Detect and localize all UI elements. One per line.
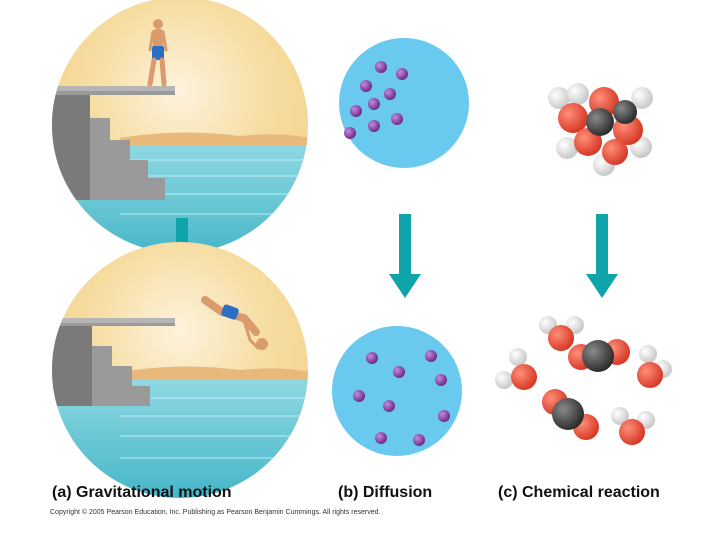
diffusion-disc-after	[332, 326, 462, 456]
caption-gravitational-motion: (a) Gravitational motion	[52, 484, 232, 501]
carbon-dioxide-molecule	[568, 339, 630, 372]
water-molecule	[495, 348, 537, 390]
diver-scene-after	[52, 242, 308, 498]
down-arrow-icon	[389, 214, 421, 298]
gravitational-panel	[52, 0, 308, 498]
caption-diffusion: (b) Diffusion	[338, 484, 433, 501]
diffusion-disc-before	[339, 38, 469, 168]
particles-clustered	[344, 61, 408, 139]
diver-figure	[147, 19, 168, 87]
down-arrow-icon	[586, 214, 618, 298]
chemical-panel	[495, 83, 672, 445]
water-molecule	[611, 407, 655, 445]
diffusion-panel	[332, 38, 469, 456]
molecule-cluster-reactants	[548, 83, 653, 176]
caption-chemical-reaction: (c) Chemical reaction	[498, 484, 660, 501]
diver-figure-falling	[201, 296, 268, 350]
carbon-dioxide-molecule	[542, 389, 599, 440]
water-molecule	[637, 345, 672, 388]
water-molecule	[539, 316, 584, 351]
particles-spread	[353, 350, 450, 446]
copyright-notice: Copyright © 2005 Pearson Education, Inc.…	[50, 509, 381, 516]
